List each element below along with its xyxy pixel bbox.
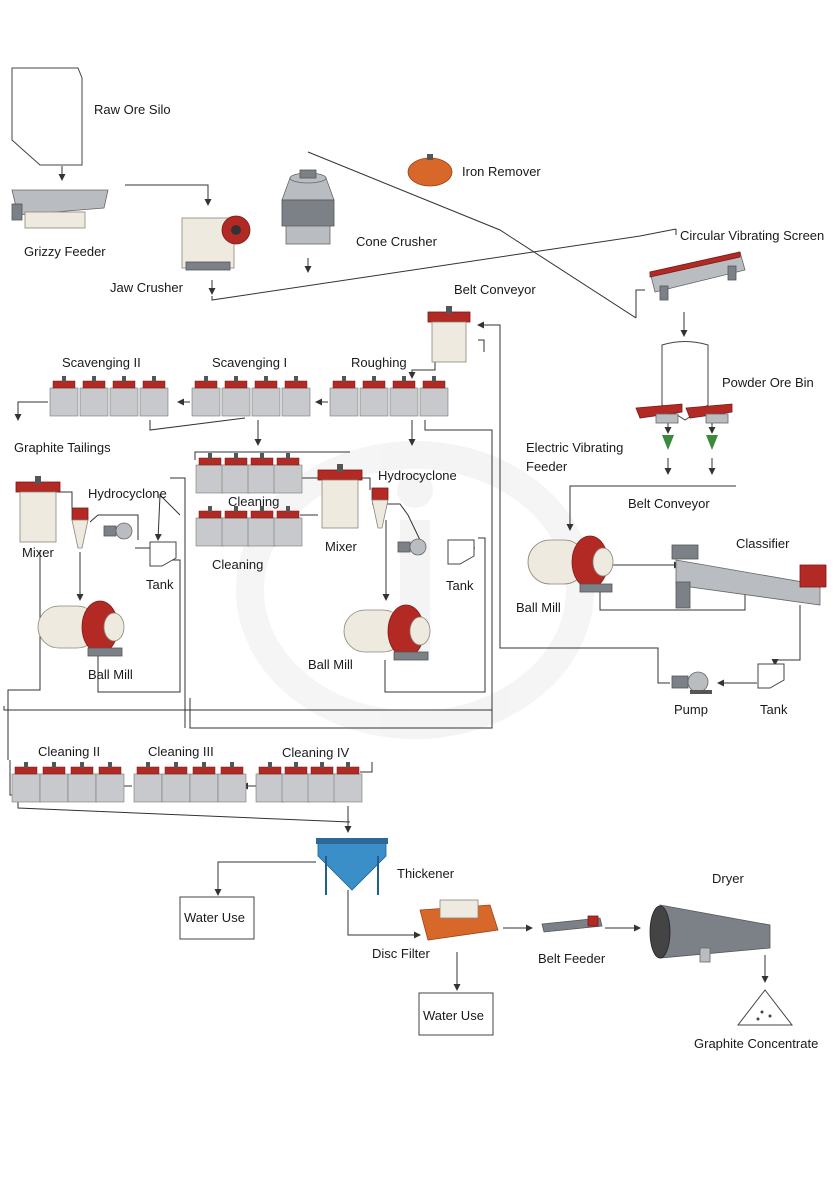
pump-right <box>671 671 712 694</box>
grizzy-feeder <box>11 189 109 229</box>
tank-center <box>447 539 475 565</box>
label-scavenging-2: Scavenging II <box>62 355 141 370</box>
thickener <box>316 838 388 895</box>
label-water-use-2: Water Use <box>423 1008 484 1023</box>
disc-filter <box>419 899 499 941</box>
label-circular-vibrating-screen: Circular Vibrating Screen <box>680 228 824 243</box>
ball-mill-right <box>527 535 614 593</box>
label-scavenging-1: Scavenging I <box>212 355 287 370</box>
label-hydrocyclone-left: Hydrocyclone <box>88 486 167 501</box>
label-cleaning-lower: Cleaning <box>212 557 263 572</box>
label-cone-crusher: Cone Crusher <box>356 234 438 249</box>
label-tank-right: Tank <box>760 702 788 717</box>
label-hydrocyclone-center: Hydrocyclone <box>378 468 457 483</box>
tank-right <box>757 663 785 689</box>
mixer-roughing <box>427 306 471 363</box>
watermark-logo <box>236 441 594 739</box>
flotation-cleaning-upper <box>195 452 303 494</box>
electric-vibrating-feeder-2 <box>685 403 733 424</box>
flotation-cleaning-4 <box>255 761 363 803</box>
label-roughing: Roughing <box>351 355 407 370</box>
flow-lines <box>3 151 801 991</box>
label-thickener: Thickener <box>397 866 455 881</box>
pump-center <box>397 538 427 556</box>
tank-left <box>149 541 177 567</box>
flotation-scavenging-2 <box>49 375 169 417</box>
flotation-cleaning-lower <box>195 505 303 547</box>
flotation-roughing <box>329 375 449 417</box>
raw-ore-silo <box>11 67 83 166</box>
circular-vibrating-screen <box>649 251 746 301</box>
electric-vibrating-feeder-1 <box>635 403 683 424</box>
hydrocyclone-left <box>71 507 89 549</box>
cone-crusher <box>281 169 335 245</box>
hydrocyclone-center <box>371 487 389 529</box>
label-electric-vibrating: Electric Vibrating <box>526 440 623 455</box>
graphite-concentrate-pile <box>736 989 794 1026</box>
label-iron-remover: Iron Remover <box>462 164 541 179</box>
label-powder-ore-bin: Powder Ore Bin <box>722 375 814 390</box>
flotation-cleaning-2 <box>11 761 125 803</box>
water-use-box-1 <box>179 896 255 940</box>
label-dryer: Dryer <box>712 871 744 886</box>
classifier <box>671 544 827 609</box>
label-mixer-center: Mixer <box>325 539 357 554</box>
pump-left <box>103 522 133 540</box>
label-graphite-concentrate: Graphite Concentrate <box>694 1036 818 1051</box>
jaw-crusher <box>181 215 251 271</box>
label-tank-center: Tank <box>446 578 474 593</box>
label-cleaning-4: Cleaning IV <box>282 745 350 760</box>
ball-mill-left <box>37 600 125 657</box>
label-belt-feeder: Belt Feeder <box>538 951 606 966</box>
label-mixer-left: Mixer <box>22 545 54 560</box>
iron-remover <box>407 154 453 187</box>
label-ball-mill-right: Ball Mill <box>516 600 561 615</box>
mixer-left <box>15 476 61 543</box>
green-chutes <box>662 435 718 450</box>
label-pump-right: Pump <box>674 702 708 717</box>
label-cleaning-upper: Cleaning <box>228 494 279 509</box>
belt-feeder <box>541 915 603 933</box>
label-jaw-crusher: Jaw Crusher <box>110 280 184 295</box>
flotation-cleaning-3 <box>133 761 247 803</box>
water-use-box-2 <box>418 992 494 1036</box>
label-grizzy-feeder: Grizzy Feeder <box>24 244 106 259</box>
label-graphite-tailings: Graphite Tailings <box>14 440 111 455</box>
label-belt-conveyor-right: Belt Conveyor <box>628 496 710 511</box>
label-belt-conveyor-top: Belt Conveyor <box>454 282 536 297</box>
label-tank-left: Tank <box>146 577 174 592</box>
label-cleaning-2: Cleaning II <box>38 744 100 759</box>
label-disc-filter: Disc Filter <box>372 946 430 961</box>
label-ball-mill-left: Ball Mill <box>88 667 133 682</box>
dryer <box>649 904 771 963</box>
label-ball-mill-center: Ball Mill <box>308 657 353 672</box>
label-classifier: Classifier <box>736 536 790 551</box>
label-cleaning-3: Cleaning III <box>148 744 214 759</box>
label-water-use-1: Water Use <box>184 910 245 925</box>
label-raw-ore-silo: Raw Ore Silo <box>94 102 171 117</box>
ball-mill-center <box>343 604 431 661</box>
mixer-center <box>317 464 363 529</box>
flotation-scavenging-1 <box>191 375 311 417</box>
label-feeder: Feeder <box>526 459 568 474</box>
